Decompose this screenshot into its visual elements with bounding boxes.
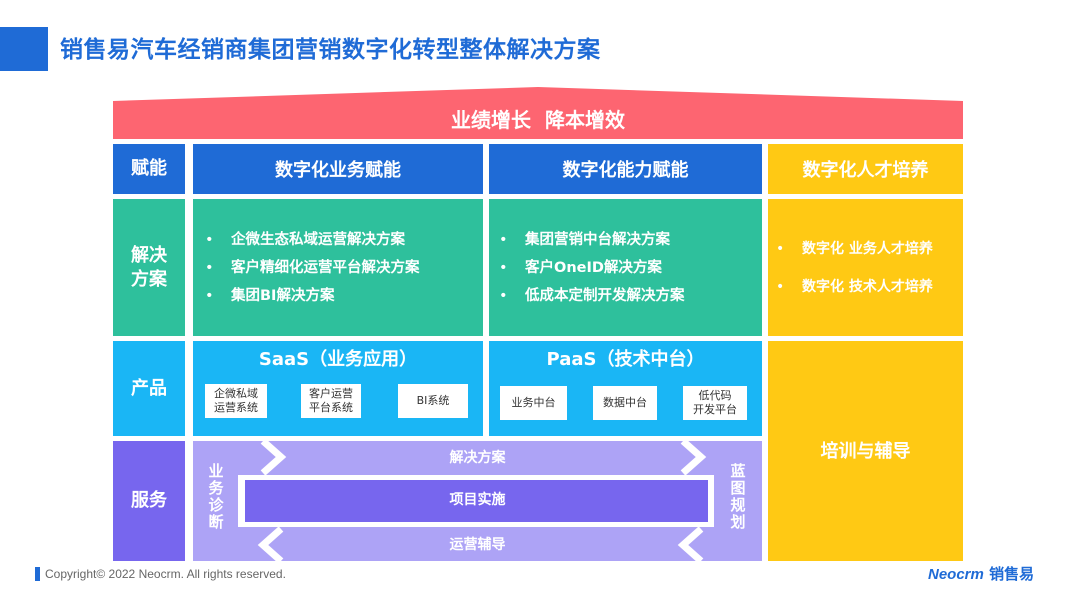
- service-solution-label: 解决方案: [449, 450, 506, 466]
- implementation-bar: [245, 480, 708, 522]
- page-title: 销售易汽车经销商集团营销数字化转型整体解决方案: [60, 37, 601, 63]
- service-blueprint-label: 蓝图规划: [730, 462, 746, 531]
- list-item: •数字化 技术人才培养: [776, 278, 933, 295]
- brand-logo: Neocrm 销售易: [928, 563, 1034, 586]
- product-box-data-platform: 数据中台: [593, 386, 657, 420]
- solutions-talent-list: •数字化 业务人才培养 •数字化 技术人才培养: [776, 230, 933, 306]
- solutions-business-list: •企微生态私域运营解决方案 •客户精细化运营平台解决方案 •集团BI解决方案: [205, 226, 420, 310]
- product-box-wecom-private: 企微私域 运营系统: [205, 384, 267, 418]
- list-item: •客户OneID解决方案: [499, 259, 662, 276]
- services-flow-diagram: 解决方案 项目实施 运营辅导 业务诊断 蓝图规划: [193, 441, 762, 561]
- saas-title: SaaS（业务应用）: [258, 349, 418, 370]
- header-capability-empower: 数字化能力赋能: [489, 144, 762, 194]
- header-talent-training: 数字化人才培养: [768, 144, 963, 194]
- saas-panel: SaaS（业务应用） 企微私域 运营系统 客户运营 平台系统 BI系统: [193, 341, 483, 436]
- footer-accent-bar: [35, 567, 40, 581]
- paas-title: PaaS（技术中台）: [546, 349, 705, 370]
- list-item: •低成本定制开发解决方案: [499, 287, 685, 304]
- row-label-services: 服务: [113, 441, 185, 561]
- roof-shape: [113, 87, 963, 139]
- solutions-capability-list: •集团营销中台解决方案 •客户OneID解决方案 •低成本定制开发解决方案: [499, 226, 685, 310]
- service-operation-label: 运营辅导: [449, 537, 506, 553]
- paas-panel: PaaS（技术中台） 业务中台 数据中台 低代码 开发平台: [489, 341, 762, 436]
- list-item: •数字化 业务人才培养: [776, 240, 933, 257]
- solutions-talent-panel: •数字化 业务人才培养 •数字化 技术人才培养: [768, 199, 963, 336]
- roof-label: 业绩增长 降本增效: [451, 108, 625, 132]
- list-item: •企微生态私域运营解决方案: [205, 231, 405, 248]
- row-label-products: 产品: [113, 341, 185, 436]
- logo-text-en: Neocrm: [928, 566, 984, 583]
- copyright-text: Copyright© 2022 Neocrm. All rights reser…: [45, 567, 286, 581]
- row-label-empower: 赋能: [113, 144, 185, 194]
- chevron-left-top: [260, 441, 287, 476]
- header-business-empower: 数字化业务赋能: [193, 144, 483, 194]
- training-panel: 培训与辅导: [768, 341, 963, 561]
- roof-banner: [113, 87, 963, 139]
- list-item: •集团营销中台解决方案: [499, 231, 670, 248]
- solutions-business-panel: •企微生态私域运营解决方案 •客户精细化运营平台解决方案 •集团BI解决方案: [193, 199, 483, 336]
- solutions-capability-panel: •集团营销中台解决方案 •客户OneID解决方案 •低成本定制开发解决方案: [489, 199, 762, 336]
- product-box-business-platform: 业务中台: [500, 386, 567, 420]
- logo-text-cn: 销售易: [989, 565, 1035, 583]
- list-item: •客户精细化运营平台解决方案: [205, 259, 420, 276]
- list-item: •集团BI解决方案: [205, 287, 335, 304]
- title-accent-bar: [0, 27, 48, 71]
- service-implementation-label: 项目实施: [449, 492, 506, 508]
- product-box-lowcode-platform: 低代码 开发平台: [683, 386, 747, 420]
- chevron-right-top: [680, 441, 707, 476]
- training-label: 培训与辅导: [820, 441, 911, 462]
- product-box-customer-ops: 客户运营 平台系统: [301, 384, 361, 418]
- service-diagnosis-label: 业务诊断: [208, 462, 224, 531]
- chevron-left-bottom: [257, 526, 284, 561]
- product-box-bi: BI系统: [398, 384, 468, 418]
- chevron-right-bottom: [677, 526, 704, 561]
- row-label-solutions: 解决方案: [113, 199, 185, 336]
